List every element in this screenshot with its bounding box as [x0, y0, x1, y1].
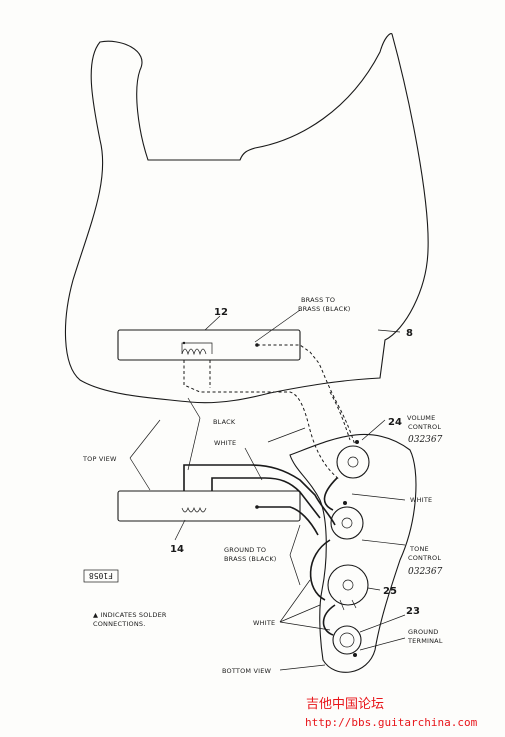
bottom-pickup-ground-wire	[257, 506, 319, 536]
tone-arc-wire	[309, 539, 331, 601]
leader-black-1	[187, 397, 201, 419]
tone-pot-solder	[343, 501, 347, 505]
leader-pickguard	[377, 329, 401, 333]
label-pickguard-8: 8	[406, 328, 413, 339]
ground-terminal	[332, 625, 362, 655]
leader-white-right	[351, 493, 406, 501]
leader-tone	[361, 539, 406, 546]
label-top-view: TOP VIEW	[82, 455, 117, 463]
label-ground-brass-1: GROUND TO	[224, 546, 266, 554]
volume-pot-shaft	[347, 456, 359, 468]
label-pickup-12: 12	[214, 307, 228, 318]
leader-black-2	[187, 417, 201, 471]
dashed-wire-3	[329, 391, 351, 441]
top-pickup-dashed-lead	[183, 360, 341, 481]
top-pickup-coil	[181, 348, 207, 356]
label-tone-code: 032367	[408, 567, 443, 577]
leader-top-pickup	[204, 315, 221, 331]
tone-pot	[330, 506, 364, 540]
bottom-pickup-lead-1	[183, 464, 336, 526]
leader-white-left-2	[244, 447, 263, 481]
leader-top-view-2	[129, 457, 151, 491]
label-brass-1: BRASS TO	[301, 296, 335, 304]
part-code: F1058	[89, 571, 113, 580]
label-solder-note-2: CONNECTIONS.	[93, 620, 145, 628]
tone-pot-shaft	[341, 517, 353, 529]
leader-23	[359, 614, 406, 633]
leader-brass	[254, 309, 301, 343]
label-tone-1: TONE	[409, 545, 429, 553]
volume-pot	[336, 445, 370, 479]
watermark-site-name: 吉他中国论坛	[306, 697, 384, 712]
capacitor-leads	[339, 599, 357, 611]
leader-white-bottom-1	[279, 579, 311, 623]
pickguard-outline	[64, 33, 429, 404]
label-tone-25: 25	[383, 586, 397, 597]
label-volume-code: 032367	[408, 435, 443, 445]
leader-top-view-1	[129, 419, 161, 459]
label-volume-24: 24	[388, 417, 402, 428]
label-ground-2: TERMINAL	[407, 637, 443, 645]
label-white-right: WHITE	[410, 496, 432, 504]
control-plate	[289, 434, 417, 673]
leader-white-bottom-2	[279, 604, 321, 623]
label-pickup-14: 14	[170, 544, 184, 555]
label-volume-2: CONTROL	[408, 423, 441, 431]
bottom-pickup	[117, 490, 301, 522]
label-bottom-view: BOTTOM VIEW	[222, 667, 272, 675]
volume-to-tone-wire	[323, 477, 338, 511]
top-pickup-lead-point	[182, 341, 186, 345]
tone-pot-25	[327, 564, 369, 606]
tone-to-jack-wire	[322, 604, 336, 636]
tone-pot-25-shaft	[342, 579, 354, 591]
label-white-bottom: WHITE	[253, 619, 275, 627]
leader-white-bottom-3	[279, 621, 331, 631]
label-black: BLACK	[213, 418, 236, 426]
part-code-box	[83, 569, 119, 583]
label-solder-note-1: ▲ INDICATES SOLDER	[93, 611, 167, 619]
leader-ground-to-brass-2	[289, 554, 301, 586]
leader-ground-to-brass-1	[289, 524, 301, 556]
brass-to-brass-dashed-wire	[257, 344, 356, 446]
bottom-pickup-coil	[181, 507, 207, 513]
leader-volume	[361, 419, 386, 441]
leader-25	[367, 587, 381, 591]
top-pickup	[117, 329, 301, 361]
label-ground-23: 23	[406, 606, 420, 617]
leader-ground-terminal	[359, 637, 406, 651]
leader-white-left-1	[267, 427, 306, 443]
label-white-left: WHITE	[214, 439, 236, 447]
bottom-pickup-lead-2	[211, 477, 321, 519]
leader-bottom-pickup	[174, 519, 186, 541]
volume-pot-solder	[355, 440, 359, 444]
top-pickup-coil-frame	[181, 342, 213, 354]
label-tone-2: CONTROL	[408, 554, 441, 562]
ground-terminal-inner	[339, 632, 355, 648]
label-volume-1: VOLUME	[407, 414, 435, 422]
label-ground-1: GROUND	[408, 628, 439, 636]
label-ground-brass-2: BRASS (BLACK)	[224, 555, 277, 563]
ground-terminal-solder	[353, 653, 357, 657]
leader-bottom-view	[279, 664, 326, 671]
label-brass-2: BRASS (BLACK)	[298, 305, 351, 313]
watermark-url: http://bbs.guitarchina.com	[305, 716, 478, 729]
